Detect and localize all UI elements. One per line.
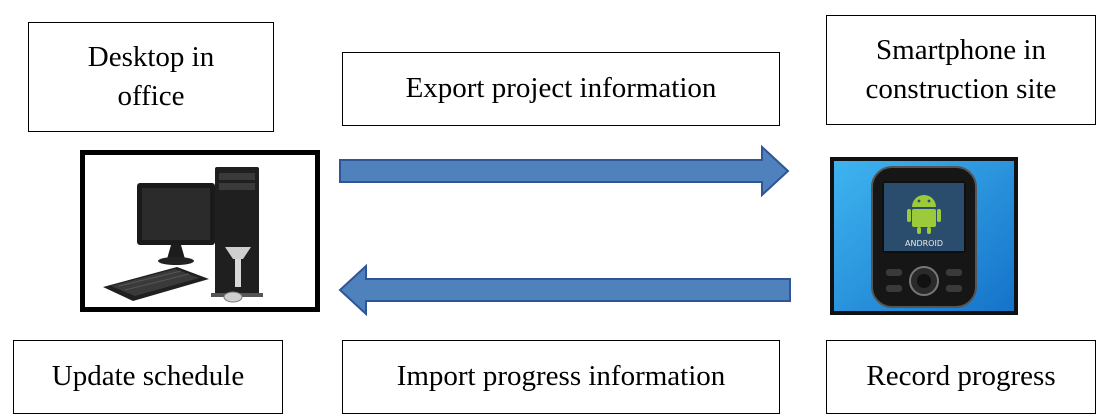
desktop-label: Desktop in office	[88, 38, 214, 116]
update-label: Update schedule	[51, 360, 245, 393]
android-smartphone-drawing: ANDROID	[834, 161, 1014, 311]
desktop-label-line-2: office	[117, 80, 185, 112]
android-logo-icon	[907, 195, 941, 234]
import-arrow-left	[338, 263, 791, 317]
desktop-label-box: Desktop in office	[28, 22, 274, 132]
import-label-box: Import progress information	[342, 340, 780, 414]
desktop-label-line-1: Desktop in	[87, 40, 215, 73]
android-logo-text: ANDROID	[905, 239, 943, 248]
export-label-box: Export project information	[342, 52, 780, 126]
export-arrow-right	[339, 144, 790, 198]
import-label: Import progress information	[396, 360, 726, 393]
desktop-computer-drawing	[103, 167, 263, 303]
record-label-box: Record progress	[826, 340, 1096, 414]
record-label: Record progress	[866, 360, 1056, 393]
smartphone-label-box: Smartphone in construction site	[826, 15, 1096, 125]
smartphone-label-line-2: construction site	[865, 73, 1057, 105]
update-label-box: Update schedule	[13, 340, 283, 414]
desktop-computer-icon	[80, 150, 320, 312]
smartphone-label: Smartphone in construction site	[866, 31, 1057, 109]
export-label: Export project information	[405, 72, 717, 105]
smartphone-label-line-1: Smartphone in	[876, 33, 1046, 66]
android-smartphone-icon: ANDROID	[830, 157, 1018, 315]
